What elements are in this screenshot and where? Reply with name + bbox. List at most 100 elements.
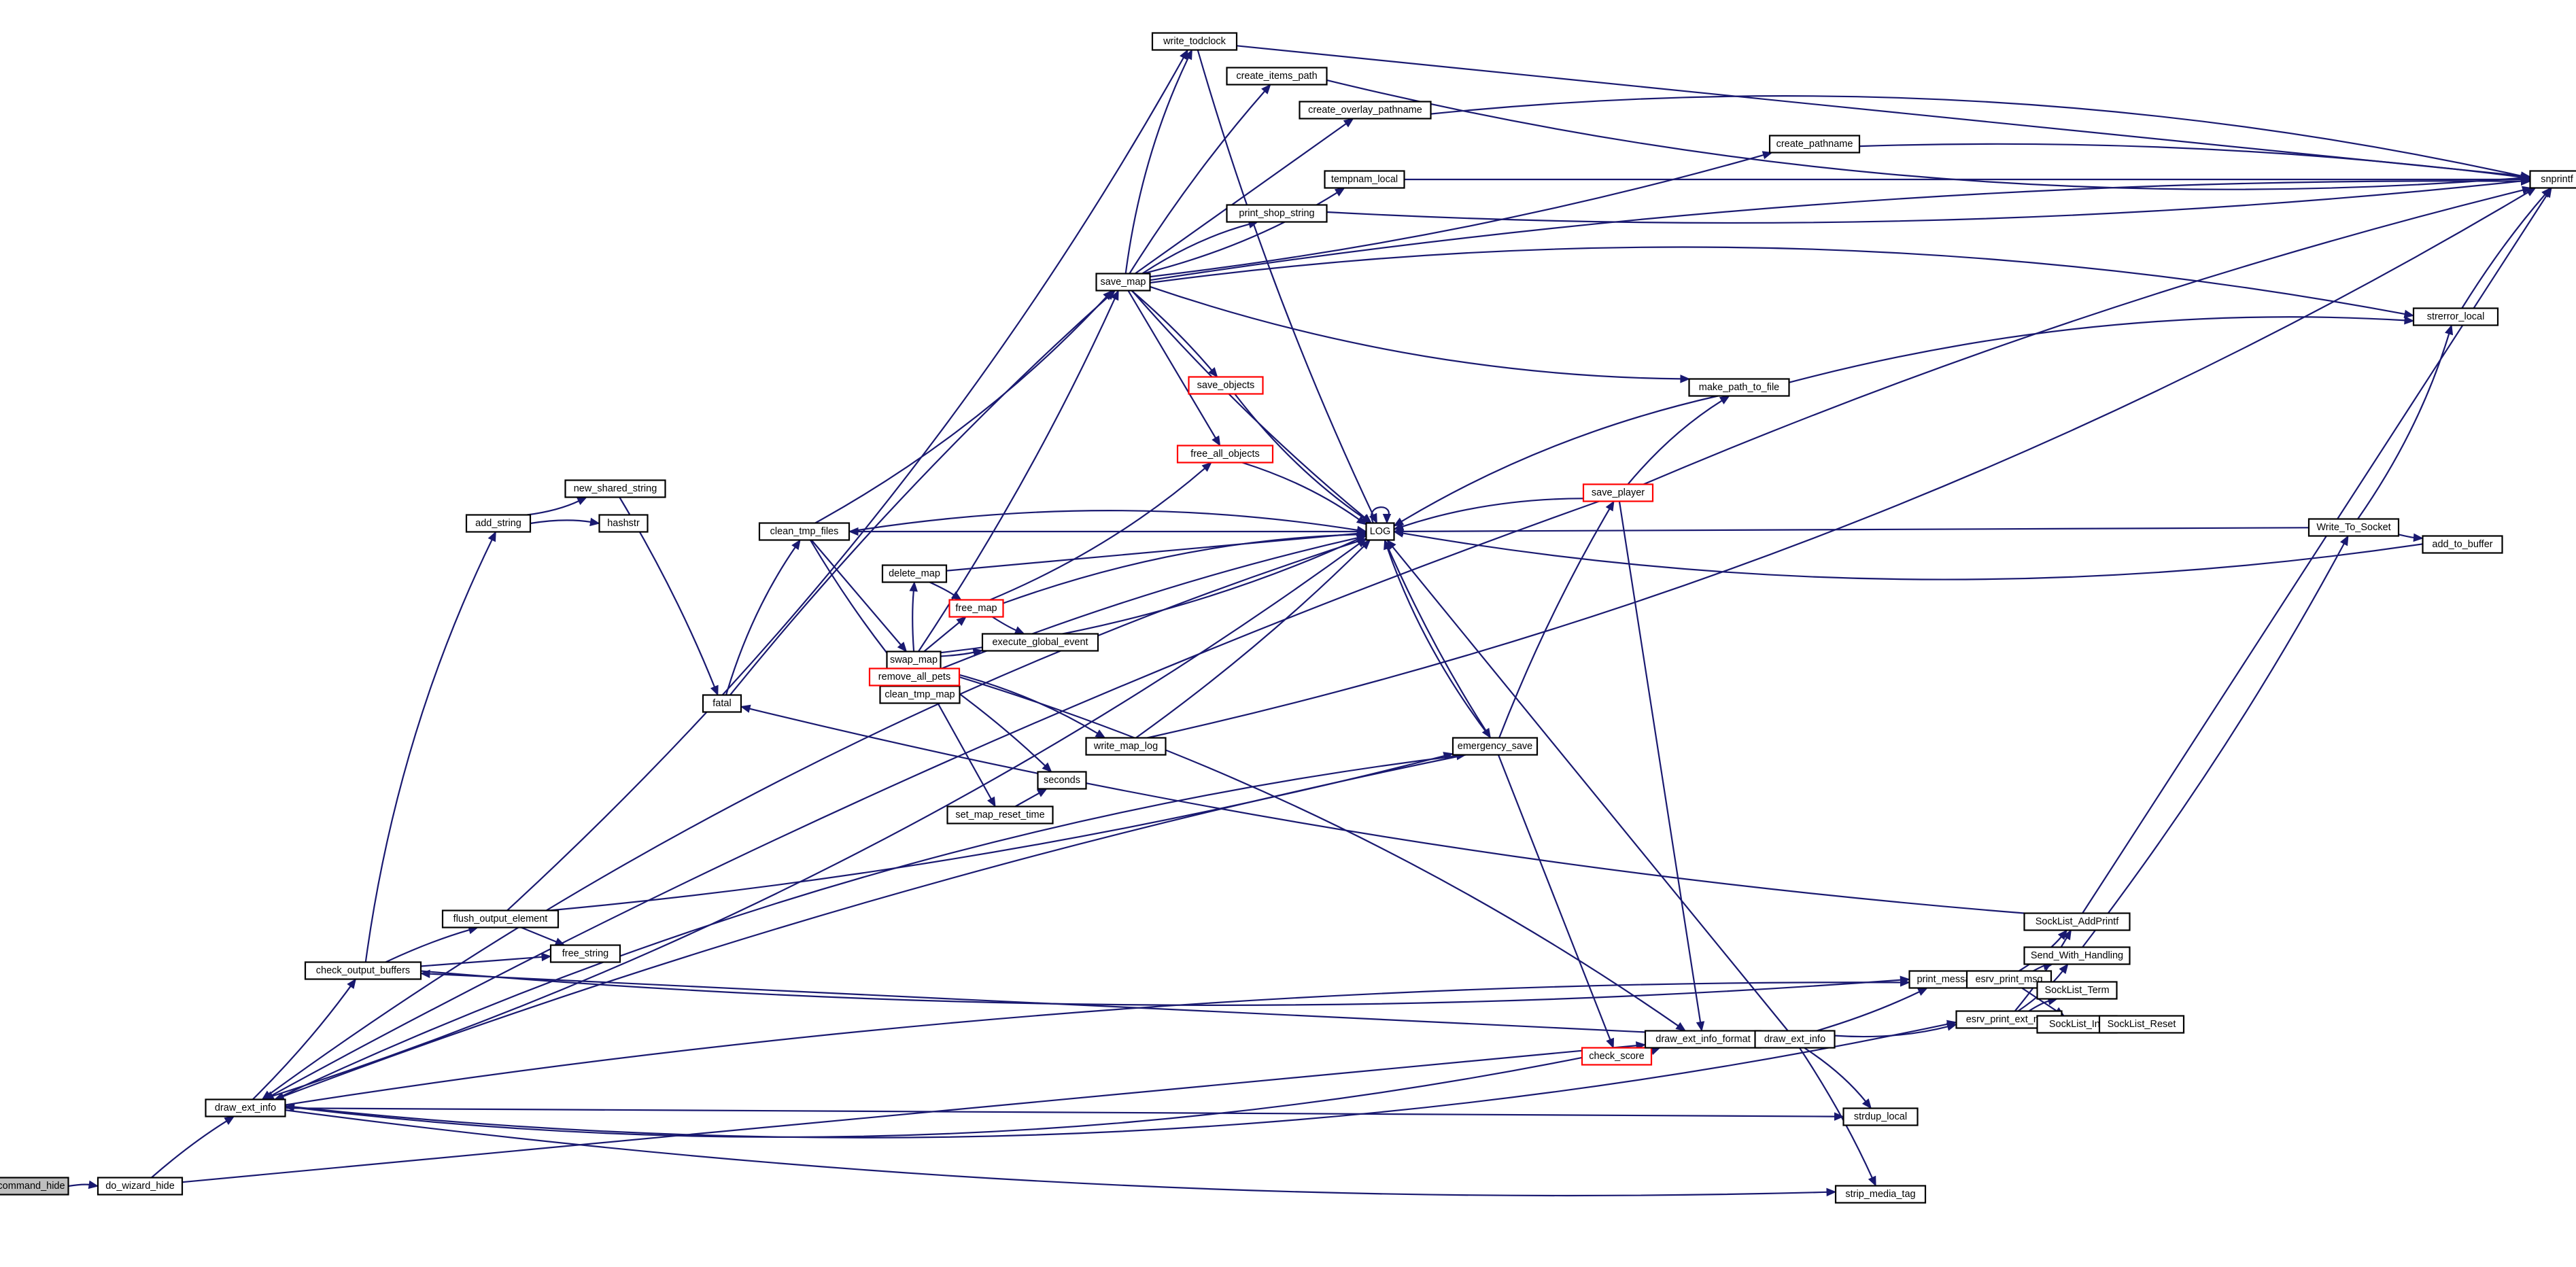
node-socklist-addprintf[interactable]: SockList_AddPrintf (2023, 912, 2131, 931)
node-emergency-save[interactable]: emergency_save (1452, 737, 1539, 756)
node-box[interactable] (304, 961, 422, 980)
node-check-score[interactable]: check_score (1581, 1047, 1653, 1066)
node-box[interactable] (1754, 1030, 1836, 1049)
node-save-player[interactable]: save_player (1582, 483, 1654, 502)
node-box[interactable] (1299, 101, 1432, 120)
node-box[interactable] (2412, 307, 2499, 326)
node-fatal[interactable]: fatal (702, 694, 742, 713)
node-create-items-path[interactable]: create_items_path (1226, 67, 1328, 86)
node-socklist-reset[interactable]: SockList_Reset (2098, 1015, 2185, 1034)
node-strdup-local[interactable]: strdup_local (1842, 1107, 1919, 1126)
node-clean-tmp-map[interactable]: clean_tmp_map (879, 685, 961, 704)
node-strip-media-tag[interactable]: strip_media_tag (1834, 1185, 1927, 1204)
node-box[interactable] (1688, 378, 1790, 397)
node-box[interactable] (2036, 981, 2118, 1000)
node-log[interactable]: LOG (1365, 522, 1395, 541)
edge-Write_To_Socket-to-strerror_local (2357, 324, 2454, 520)
node-box[interactable] (564, 479, 666, 498)
node-draw-ext-info-format[interactable]: draw_ext_info_format (1644, 1030, 1762, 1049)
node-box[interactable] (1324, 170, 1405, 189)
node-box[interactable] (868, 667, 961, 687)
edge-draw_ext_info_2-to-strdup_local (1804, 1047, 1872, 1109)
node-execute-global-event[interactable]: execute_global_event (981, 633, 1099, 652)
node-box[interactable] (1095, 273, 1151, 292)
node-free-string[interactable]: free_string (549, 944, 621, 963)
node-free-map[interactable]: free_map (948, 599, 1004, 618)
node-box[interactable] (1768, 135, 1861, 154)
node-box[interactable] (948, 599, 1004, 618)
node-box[interactable] (2023, 946, 2131, 965)
node-draw-ext-info[interactable]: draw_ext_info (205, 1098, 286, 1117)
node-box[interactable] (2422, 535, 2503, 554)
node-box[interactable] (1965, 970, 2053, 989)
node-box[interactable] (1582, 483, 1654, 502)
node-hashstr[interactable]: hashstr (598, 514, 649, 533)
node-box[interactable] (549, 944, 621, 963)
node-box[interactable] (1842, 1107, 1919, 1126)
node-set-map-reset-time[interactable]: set_map_reset_time (946, 805, 1054, 825)
node-snprintf[interactable]: snprintf (2529, 170, 2576, 189)
node-flush-output-element[interactable]: flush_output_element (441, 909, 560, 928)
node-create-overlay-pathname[interactable]: create_overlay_pathname (1299, 101, 1432, 120)
node-create-pathname[interactable]: create_pathname (1768, 135, 1861, 154)
node-new-shared-string[interactable]: new_shared_string (564, 479, 666, 498)
node-add-to-buffer[interactable]: add_to_buffer (2422, 535, 2503, 554)
node-box[interactable] (1581, 1047, 1653, 1066)
node-box[interactable] (2529, 170, 2576, 189)
node-label: do_wizard_hide (105, 1181, 175, 1192)
node-box[interactable] (1226, 204, 1328, 223)
node-seconds[interactable]: seconds (1037, 771, 1087, 790)
node-box[interactable] (465, 514, 532, 533)
node-make-path-to-file[interactable]: make_path_to_file (1688, 378, 1790, 397)
node-box[interactable] (881, 564, 948, 583)
node-box[interactable] (1037, 771, 1087, 790)
node-box[interactable] (1365, 522, 1395, 541)
node-box[interactable] (1834, 1185, 1927, 1204)
node-box[interactable] (97, 1177, 184, 1196)
node-add-string[interactable]: add_string (465, 514, 532, 533)
node-box[interactable] (1226, 67, 1328, 86)
node-label: SockList_Reset (2108, 1019, 2176, 1030)
node-free-all-objects[interactable]: free_all_objects (1176, 445, 1274, 464)
node-box[interactable] (0, 1177, 69, 1196)
node-socklist-term[interactable]: SockList_Term (2036, 981, 2118, 1000)
node-box[interactable] (1188, 376, 1264, 395)
node-save-objects[interactable]: save_objects (1188, 376, 1264, 395)
node-draw-ext-info-2[interactable]: draw_ext_info (1754, 1030, 1836, 1049)
node-box[interactable] (1644, 1030, 1762, 1049)
node-box[interactable] (1085, 737, 1167, 756)
node-delete-map[interactable]: delete_map (881, 564, 948, 583)
node-box[interactable] (205, 1098, 286, 1117)
node-box[interactable] (2023, 912, 2131, 931)
edge-line (506, 56, 1185, 912)
node-command-hide[interactable]: command_hide (0, 1177, 69, 1196)
node-box[interactable] (598, 514, 649, 533)
node-box[interactable] (946, 805, 1054, 825)
node-box[interactable] (2098, 1015, 2185, 1034)
node-tempnam-local[interactable]: tempnam_local (1324, 170, 1405, 189)
arrowhead-icon (2403, 309, 2415, 319)
node-do-wizard-hide[interactable]: do_wizard_hide (97, 1177, 184, 1196)
node-clean-tmp-files[interactable]: clean_tmp_files (758, 522, 851, 541)
node-write-to-socket[interactable]: Write_To_Socket (2307, 518, 2400, 537)
edge-SockList_AddPrintf-to-snprintf (2082, 187, 2552, 914)
node-box[interactable] (1452, 737, 1539, 756)
node-box[interactable] (758, 522, 851, 541)
node-remove-all-pets[interactable]: remove_all_pets (868, 667, 961, 687)
node-save-map[interactable]: save_map (1095, 273, 1151, 292)
node-box[interactable] (702, 694, 742, 713)
node-box[interactable] (441, 909, 560, 928)
node-print-shop-string[interactable]: print_shop_string (1226, 204, 1328, 223)
node-write-map-log[interactable]: write_map_log (1085, 737, 1167, 756)
node-swap-map[interactable]: swap_map (886, 650, 942, 670)
node-box[interactable] (2307, 518, 2400, 537)
node-esrv-print-msg[interactable]: esrv_print_msg (1965, 970, 2053, 989)
node-box[interactable] (1176, 445, 1274, 464)
node-strerror-local[interactable]: strerror_local (2412, 307, 2499, 326)
node-box[interactable] (981, 633, 1099, 652)
node-write-todclock[interactable]: write_todclock (1151, 32, 1238, 51)
node-box[interactable] (1151, 32, 1238, 51)
edge-line (2357, 332, 2450, 520)
node-send-with-handling[interactable]: Send_With_Handling (2023, 946, 2131, 965)
node-check-output-buffers[interactable]: check_output_buffers (304, 961, 422, 980)
